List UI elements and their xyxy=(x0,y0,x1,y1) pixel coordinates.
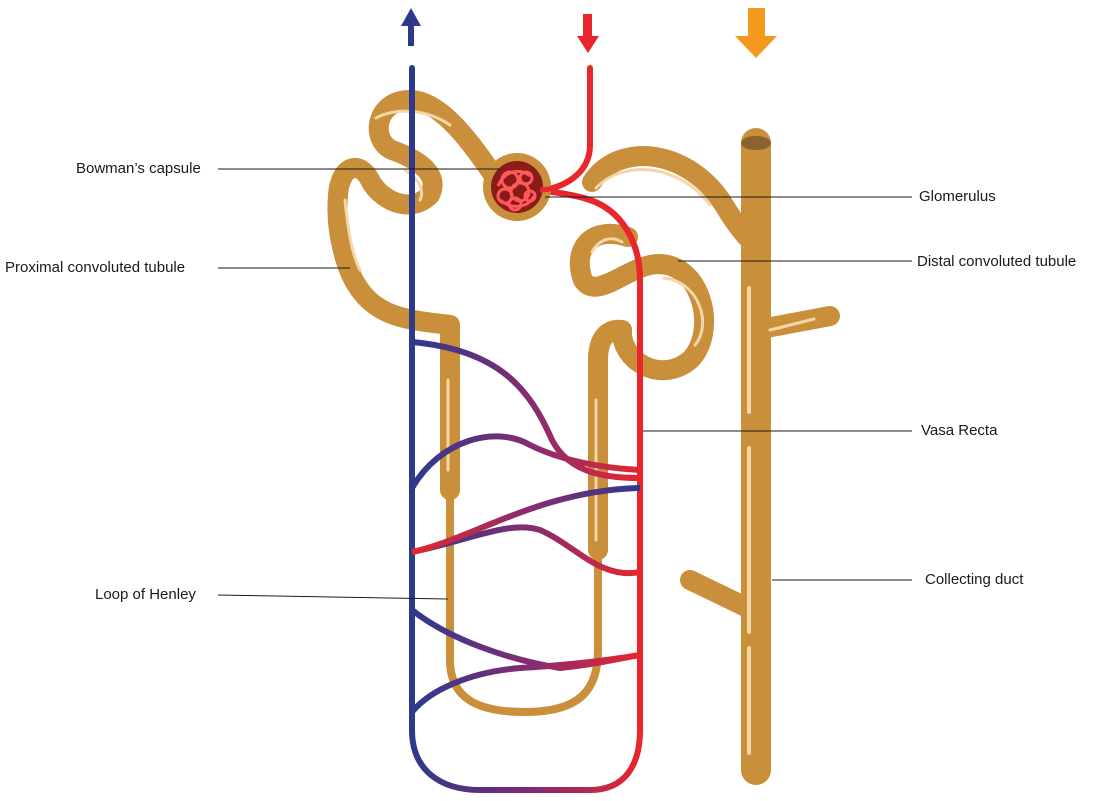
ascending-limb xyxy=(588,319,632,560)
label-glomerulus: Glomerulus xyxy=(919,188,996,205)
label-proximal-convoluted-tubule: Proximal convoluted tubule xyxy=(5,259,186,276)
distal-tubule xyxy=(569,146,766,381)
label-bowmans-capsule: Bowman’s capsule xyxy=(76,160,201,177)
inflow-arrow-icon xyxy=(577,14,599,53)
duct-arrow-icon xyxy=(735,8,777,58)
label-collecting-duct: Collecting duct xyxy=(925,571,1024,588)
outflow-arrow-icon xyxy=(401,8,421,46)
vasa-recta xyxy=(409,65,643,793)
glomerulus-capillaries xyxy=(496,169,537,212)
label-loop-of-henley: Loop of Henley xyxy=(95,586,196,603)
leader-lines xyxy=(217,168,912,600)
proximal-tubule xyxy=(327,89,510,500)
label-distal-convoluted-tubule: Distal convoluted tubule xyxy=(917,253,1077,270)
bowmans-capsule-and-glomerulus xyxy=(483,153,557,221)
collecting-duct xyxy=(680,128,840,785)
label-vasa-recta: Vasa Recta xyxy=(921,422,998,439)
